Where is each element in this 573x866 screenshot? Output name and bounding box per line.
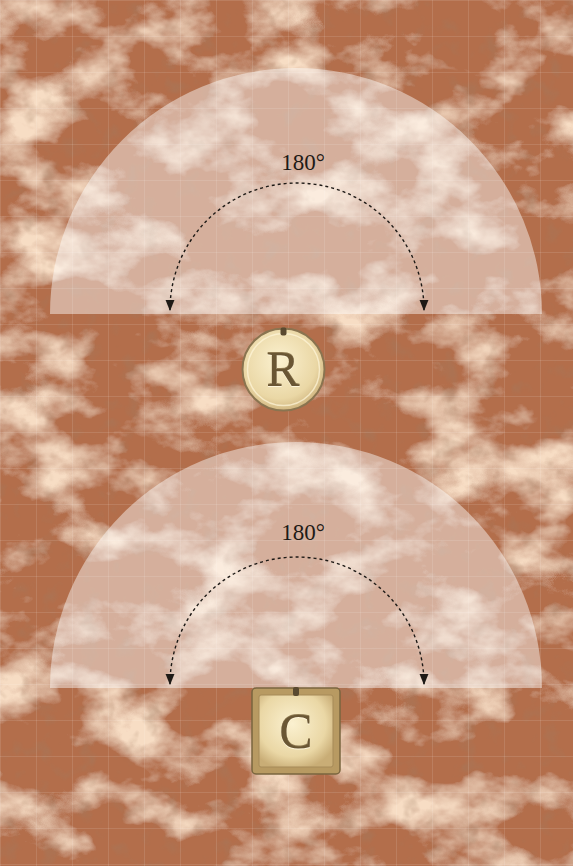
token-disc bbox=[242, 328, 324, 410]
firing-arc bbox=[50, 68, 542, 314]
token-letter: C bbox=[279, 706, 312, 756]
firing-arc bbox=[50, 442, 542, 688]
token-rim bbox=[247, 333, 319, 405]
facing-notch bbox=[293, 687, 299, 696]
square-token: C bbox=[251, 687, 341, 775]
token-bevel bbox=[252, 688, 340, 774]
round-token: R bbox=[241, 327, 326, 412]
token-letter: R bbox=[266, 344, 299, 394]
angle-label: 180° bbox=[281, 520, 325, 545]
facing-notch bbox=[280, 327, 286, 335]
angle-arrow bbox=[170, 557, 424, 684]
token-face bbox=[259, 695, 333, 767]
angle-arrow bbox=[170, 183, 424, 310]
angle-label: 180° bbox=[281, 150, 325, 175]
